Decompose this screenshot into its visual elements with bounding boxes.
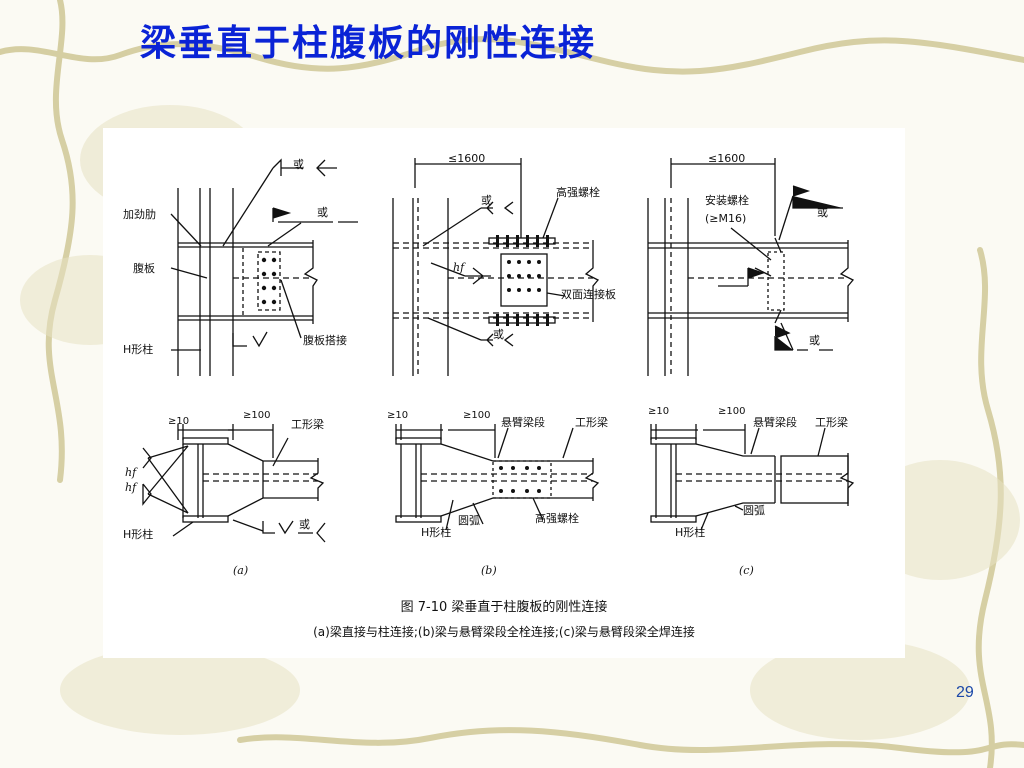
label-h-column-a-bottom: H形柱	[123, 527, 153, 541]
connection-detail-drawing: 加劲肋 腹板 H形柱 腹板搭接 或 或 ≤1600 高强螺栓 双面连接板 或 或…	[123, 152, 855, 639]
label-i-beam-a: 工形梁	[291, 417, 324, 431]
panel-a-top	[170, 158, 358, 376]
panel-id-c: (c)	[739, 564, 754, 577]
label-cantilever-c: 悬臂梁段	[753, 415, 797, 429]
dim-ge100-b: ≥100	[463, 410, 490, 421]
figure-caption-title: 图 7-10 梁垂直于柱腹板的刚性连接	[401, 599, 608, 615]
label-web-lap: 腹板搭接	[303, 333, 347, 347]
label-stiffener: 加劲肋	[123, 207, 156, 221]
slide-title: 梁垂直于柱腹板的刚性连接	[140, 22, 597, 64]
label-or-a3: 或	[299, 518, 310, 531]
label-erection-bolt: 安装螺栓	[705, 193, 749, 207]
label-h-column-a: H形柱	[123, 342, 153, 356]
dim-ge10-b: ≥10	[387, 410, 408, 421]
label-i-beam-b: 工形梁	[575, 415, 608, 429]
dim-le1600-b: ≤1600	[448, 152, 485, 165]
dim-ge10-a: ≥10	[168, 416, 189, 427]
dim-ge100-c: ≥100	[718, 406, 745, 417]
label-arc-b: 圆弧	[458, 513, 480, 527]
panel-id-a: (a)	[233, 564, 248, 577]
panel-b-top	[392, 158, 600, 376]
label-double-plate: 双面连接板	[561, 287, 616, 301]
panel-a-bottom	[142, 424, 326, 543]
label-arc-c: 圆弧	[743, 503, 765, 517]
label-hf-b: hf	[453, 261, 466, 274]
label-hf-a1: hf	[125, 466, 138, 479]
label-hf-a2: hf	[125, 481, 138, 494]
label-or-c1: 或	[817, 206, 828, 219]
label-hs-bolt-b: 高强螺栓	[556, 185, 600, 199]
panel-c-top	[647, 158, 855, 376]
label-web-plate: 腹板	[133, 261, 155, 275]
panel-b-bottom	[395, 424, 600, 531]
dim-le1600-c: ≤1600	[708, 152, 745, 165]
dim-ge10-c: ≥10	[648, 406, 669, 417]
label-cantilever-b: 悬臂梁段	[501, 415, 545, 429]
dim-ge100-a: ≥100	[243, 410, 270, 421]
label-h-column-c: H形柱	[675, 525, 705, 539]
label-or-a2: 或	[317, 206, 328, 219]
label-hs-bolt-b-bottom: 高强螺栓	[535, 511, 579, 525]
figure-panel: 加劲肋 腹板 H形柱 腹板搭接 或 或 ≤1600 高强螺栓 双面连接板 或 或…	[103, 128, 905, 658]
label-h-column-b: H形柱	[421, 525, 451, 539]
label-m16: (≥M16)	[705, 212, 746, 225]
panel-id-b: (b)	[481, 564, 497, 577]
panel-c-bottom	[650, 424, 855, 531]
label-or-c2: 或	[809, 334, 820, 347]
label-or-b2: 或	[493, 328, 504, 341]
label-or-b1: 或	[481, 194, 492, 207]
page-number: 29	[956, 684, 974, 701]
figure-caption-subtitle: (a)梁直接与柱连接;(b)梁与悬臂梁段全栓连接;(c)梁与悬臂段梁全焊连接	[313, 624, 695, 639]
label-i-beam-c: 工形梁	[815, 415, 848, 429]
label-or-a1: 或	[293, 158, 304, 171]
